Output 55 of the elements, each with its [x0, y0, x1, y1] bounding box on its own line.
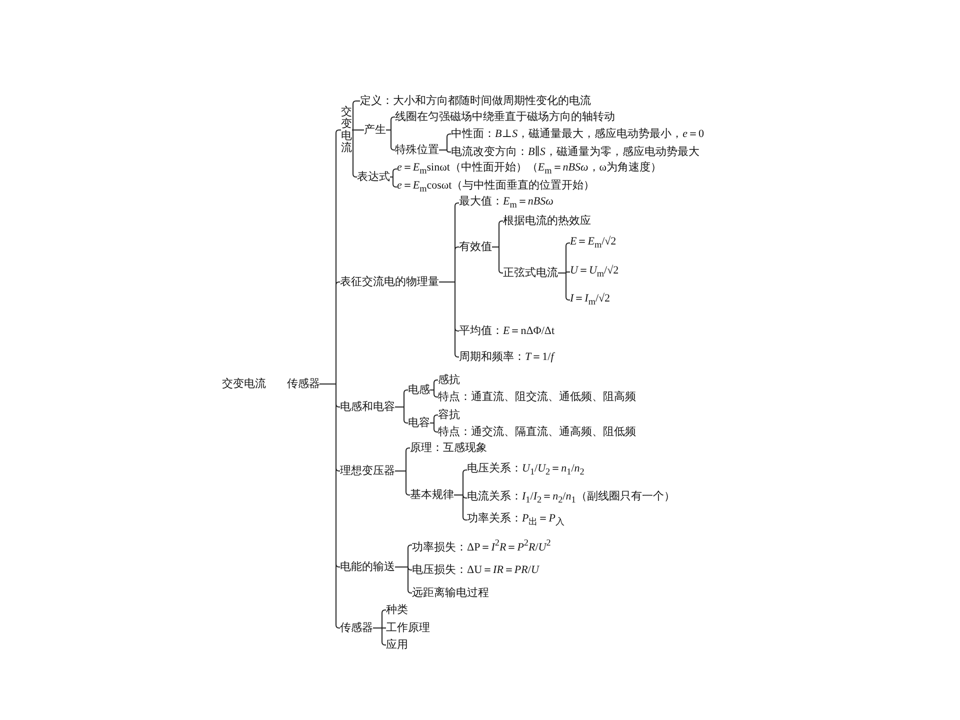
- brace-line: [390, 168, 398, 178]
- branch-label: 交变电流: [341, 106, 353, 154]
- branch-label: 电流关系：I$_{1}$/I$_{2}$＝n$_{2}$/n$_{1}$（副线圈只有一个）: [467, 489, 675, 507]
- brace-line: [558, 272, 570, 300]
- branch-label: 正弦式电流: [503, 266, 558, 280]
- branch-label: 电流改变方向：B∥S，磁通量为零，感应电动势最大: [451, 145, 700, 159]
- brace-line: [438, 150, 452, 152]
- branch-label: 理想变压器: [340, 464, 395, 478]
- branch-label: 原理：互感现象: [410, 441, 487, 455]
- branch-label: 电压损失：ΔU＝IR＝PR/U: [412, 563, 539, 577]
- brace-line: [430, 390, 438, 398]
- branch-label: 种类: [386, 603, 408, 617]
- branch-label: 容抗: [438, 408, 460, 422]
- branch-label: U＝U$_{m}$/√2: [570, 263, 619, 281]
- branch-label: 电压关系：U$_{1}$/U$_{2}$＝n$_{1}$/n$_{2}$: [467, 461, 584, 479]
- branch-label: 电感和电容: [340, 400, 395, 414]
- branch-label: 工作原理: [386, 621, 430, 635]
- branch-label: I＝I$_{m}$/√2: [570, 291, 610, 309]
- branch-label: E＝E$_{m}$/√2: [570, 234, 616, 252]
- title-text: 交变电流 传感器: [222, 377, 320, 391]
- branch-label: 电能的输送: [340, 560, 395, 574]
- branch-label: 根据电流的热效应: [503, 214, 591, 228]
- brace-line: [430, 422, 438, 432]
- branch-label: e＝E$_{m}$cosωt（与中性面垂直的位置开始）: [397, 178, 595, 196]
- branch-label: 远距离输电过程: [412, 586, 489, 600]
- branch-label: 应用: [386, 638, 408, 652]
- branch-label: 平均值：E＝nΔΦ/Δt: [459, 324, 555, 338]
- branch-label: 电感: [408, 383, 430, 397]
- branch-label: 最大值：E$_{m}$＝nBSω: [459, 194, 554, 212]
- branch-label: 表达式: [357, 170, 390, 184]
- branch-label: 传感器: [340, 621, 373, 635]
- branch-label: 特点：通直流、阻交流、通低频、阻高频: [438, 390, 636, 404]
- branch-label: 特点：通交流、隔直流、通高频、阻低频: [438, 425, 636, 439]
- branch-label: 中性面：B⊥S，磁通量最大，感应电动势最小，e＝0: [451, 127, 704, 141]
- branch-label: 产生: [364, 123, 386, 137]
- branch-label: 基本规律: [410, 488, 454, 502]
- branch-label: 感抗: [438, 373, 460, 387]
- branch-label: 线圈在匀强磁场中绕垂直于磁场方向的轴转动: [395, 110, 615, 124]
- branch-label: 表征交流电的物理量: [340, 275, 439, 289]
- brace-line: [394, 406, 408, 424]
- brace-line: [352, 130, 358, 178]
- branch-label: e＝E$_{m}$sinωt（中性面开始）（E$_{m}$＝nBSω，ω为角速度）: [397, 160, 662, 178]
- branch-label: 电容: [408, 416, 430, 430]
- brace-line: [394, 470, 410, 496]
- branch-label: 有效值: [459, 240, 492, 254]
- brace-line: [319, 384, 340, 628]
- branch-label: 周期和频率：T＝1/f: [459, 350, 554, 364]
- brace-line: [372, 628, 386, 646]
- brace-line: [386, 130, 396, 150]
- branch-label: 特殊位置: [395, 143, 439, 157]
- branch-label: 功率损失：ΔP＝I$^{2}$R＝P$^{2}$R/U$^{2}$: [412, 536, 551, 554]
- brace-line: [390, 176, 398, 188]
- brace-line: [454, 494, 468, 520]
- branch-label: 定义：大小和方向都随时间做周期性变化的电流: [360, 94, 591, 108]
- branch-label: 功率关系：P$_{出}$＝P$_{入}$: [467, 511, 564, 529]
